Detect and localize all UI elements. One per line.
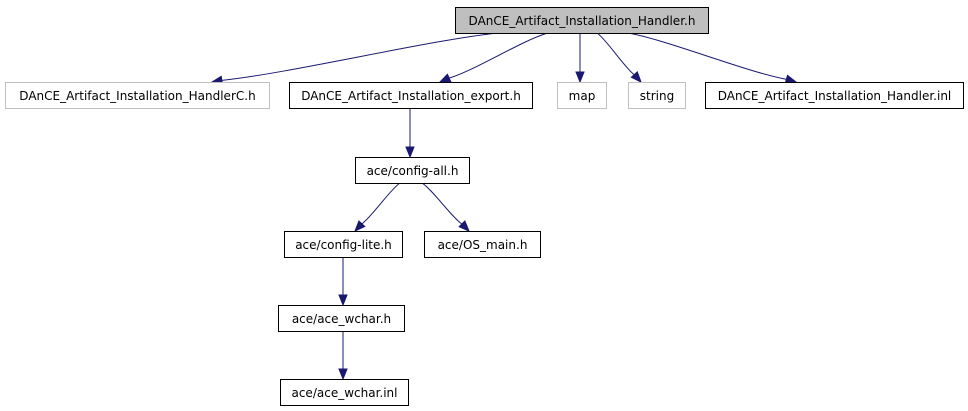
- node-configall[interactable]: ace/config-all.h: [355, 157, 470, 184]
- edge-configall-to-osmain: [421, 182, 463, 225]
- node-label-acewchar: ace/ace_wchar.h: [292, 312, 391, 326]
- node-label-inl: DAnCE_Artifact_Installation_Handler.inl: [718, 89, 952, 103]
- node-box-map: [557, 82, 607, 109]
- node-export[interactable]: DAnCE_Artifact_Installation_export.h: [289, 82, 533, 109]
- edge-configall-to-configlite: [360, 182, 401, 225]
- nodes-layer: DAnCE_Artifact_Installation_Handler.hDAn…: [5, 7, 964, 406]
- arrowhead-root-to-inl: [784, 74, 798, 84]
- node-box-osmain: [424, 231, 541, 258]
- arrowhead-acewchar-to-acewcharinl: [338, 368, 348, 381]
- edges-layer: [210, 32, 798, 381]
- node-configlite[interactable]: ace/config-lite.h: [284, 231, 403, 258]
- node-label-map: map: [569, 89, 596, 103]
- node-box-configall: [355, 157, 470, 184]
- arrowhead-root-to-string: [630, 71, 642, 84]
- node-label-root: DAnCE_Artifact_Installation_Handler.h: [469, 14, 696, 28]
- edge-root-to-string: [596, 32, 636, 76]
- node-inl[interactable]: DAnCE_Artifact_Installation_Handler.inl: [705, 82, 964, 109]
- node-map: map: [557, 82, 607, 109]
- arrowhead-export-to-configall: [405, 146, 415, 159]
- arrowhead-configall-to-configlite: [354, 220, 366, 232]
- node-acewcharinl[interactable]: ace/ace_wchar.inl: [280, 379, 409, 406]
- node-box-handlerC: [5, 82, 270, 109]
- node-string: string: [628, 82, 686, 109]
- node-box-acewchar: [278, 305, 405, 332]
- node-label-acewcharinl: ace/ace_wchar.inl: [291, 386, 397, 400]
- node-acewchar[interactable]: ace/ace_wchar.h: [278, 305, 405, 332]
- node-box-configlite: [284, 231, 403, 258]
- node-box-acewcharinl: [280, 379, 409, 406]
- arrowhead-root-to-export: [438, 73, 452, 83]
- node-osmain[interactable]: ace/OS_main.h: [424, 231, 541, 258]
- node-box-inl: [705, 82, 964, 109]
- arrowhead-configall-to-osmain: [458, 220, 470, 232]
- edge-root-to-inl: [627, 32, 788, 80]
- node-label-configall: ace/config-all.h: [367, 164, 459, 178]
- node-box-string: [628, 82, 686, 109]
- node-label-handlerC: DAnCE_Artifact_Installation_HandlerC.h: [19, 89, 255, 103]
- node-box-root: [455, 7, 709, 34]
- node-label-export: DAnCE_Artifact_Installation_export.h: [301, 89, 521, 103]
- edge-root-to-handlerC: [220, 32, 499, 81]
- node-root[interactable]: DAnCE_Artifact_Installation_Handler.h: [455, 7, 709, 34]
- node-label-osmain: ace/OS_main.h: [438, 238, 528, 252]
- node-label-configlite: ace/config-lite.h: [295, 238, 392, 252]
- node-box-export: [289, 82, 533, 109]
- node-label-string: string: [640, 89, 674, 103]
- arrowhead-configlite-to-acewchar: [338, 294, 348, 307]
- node-handlerC: DAnCE_Artifact_Installation_HandlerC.h: [5, 82, 270, 109]
- arrowhead-root-to-map: [575, 71, 585, 84]
- edge-root-to-export: [448, 32, 549, 79]
